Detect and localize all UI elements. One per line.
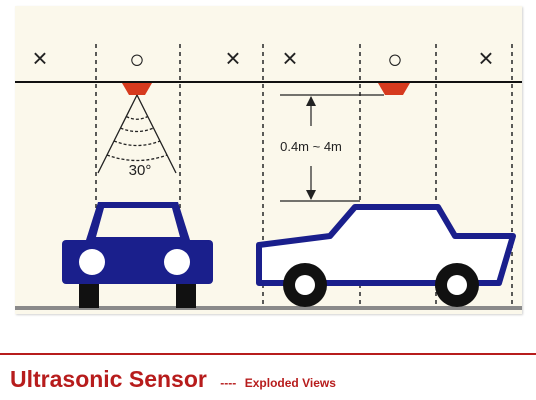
car-hubcap: [295, 275, 315, 295]
slot-occupied-mark: ×: [225, 43, 240, 73]
title-divider: [0, 353, 536, 355]
car-headlight: [79, 249, 105, 275]
slot-occupied-mark: ×: [32, 43, 47, 73]
car-headlight: [164, 249, 190, 275]
side-view-car: [256, 204, 516, 307]
right-ultrasonic-sensor: [378, 83, 410, 95]
range-dimension: [280, 94, 384, 202]
car-right-leg: [176, 283, 196, 308]
car-hubcap: [447, 275, 467, 295]
caption-title: Ultrasonic Sensor: [10, 366, 207, 392]
caption-subtitle: Exploded Views: [244, 376, 336, 390]
car-left-leg: [79, 283, 99, 308]
slot-available-mark: ○: [387, 44, 403, 74]
slot-available-mark: ○: [129, 44, 145, 74]
floor-line: [15, 306, 522, 310]
slot-occupied-mark: ×: [282, 43, 297, 73]
caption-separator: ----: [220, 376, 237, 390]
car-windshield: [96, 208, 180, 237]
detection-cone: [97, 94, 177, 174]
caption: Ultrasonic Sensor ---- Exploded Views: [10, 366, 336, 393]
slot-occupied-mark: ×: [478, 43, 493, 73]
range-label: 0.4m ~ 4m: [280, 139, 342, 154]
front-view-car: [62, 202, 213, 308]
car-side-outline: [256, 204, 516, 286]
angle-label: 30°: [129, 162, 152, 179]
left-ultrasonic-sensor: [122, 83, 152, 95]
